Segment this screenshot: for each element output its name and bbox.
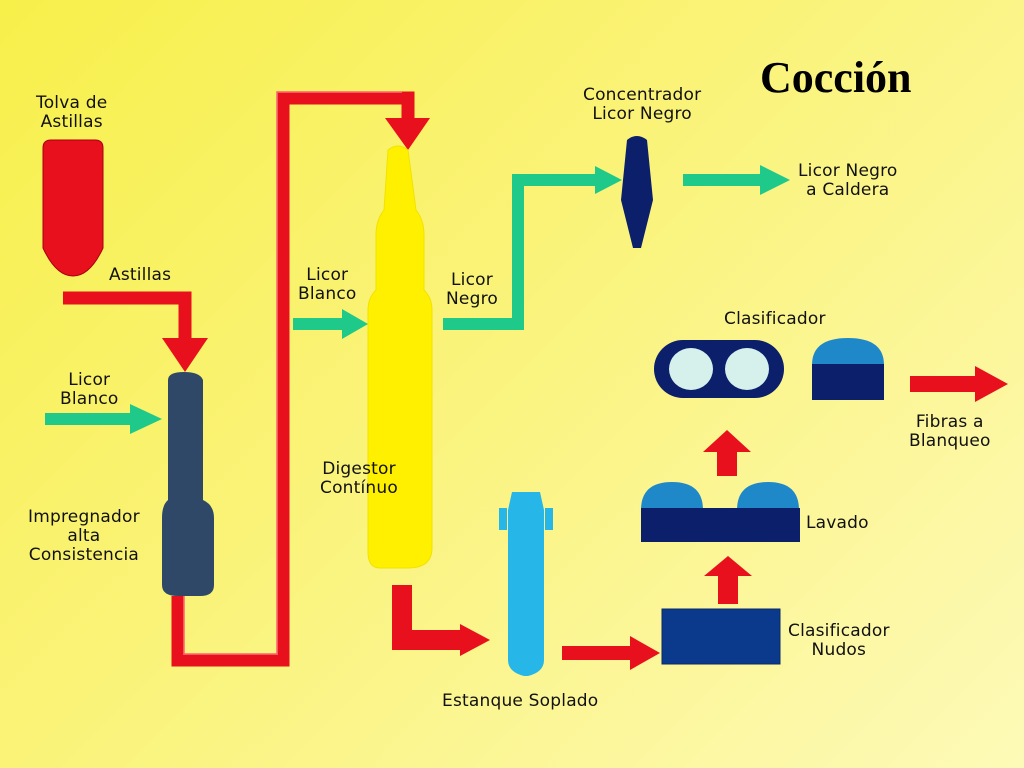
arrow-fibras-head [975, 366, 1008, 402]
label-clasificador: Clasificador [724, 309, 826, 329]
label-fibras-blanqueo: Fibras a Blanqueo [909, 412, 991, 451]
label-lavado: Lavado [806, 513, 869, 533]
label-tolva-astillas: Tolva de Astillas [36, 93, 108, 132]
label-digestor: Digestor Contínuo [320, 459, 398, 498]
label-impregnador: Impregnador alta Consistencia [28, 507, 140, 565]
label-licor-negro-caldera: Licor Negro a Caldera [798, 161, 898, 200]
estanque-handle-right [545, 508, 553, 530]
vessel-estanque [508, 492, 544, 676]
vessel-lavado [641, 508, 800, 542]
vessel-impregnador [162, 372, 214, 596]
label-clasificador-nudos: Clasificador Nudos [788, 621, 890, 660]
arrow-up-to-lavado [704, 556, 752, 604]
label-licor-blanco-left: Licor Blanco [60, 370, 119, 409]
box-clasificador-nudos [661, 608, 781, 665]
pipe-impregnador-to-digestor [171, 91, 415, 667]
arrow-licor-blanco-left-head [130, 404, 162, 434]
label-concentrador: Concentrador Licor Negro [583, 85, 702, 124]
page-title: Cocción [760, 53, 912, 102]
estanque-handle-left [499, 508, 507, 530]
arrow-estanque-shaft [562, 646, 634, 660]
label-estanque-soplado: Estanque Soplado [442, 691, 599, 711]
label-licor-blanco-mid: Licor Blanco [298, 265, 357, 304]
label-licor-negro: Licor Negro [446, 270, 498, 309]
arrow-licor-blanco-mid-shaft [293, 318, 345, 330]
vessel-concentrador [621, 136, 653, 248]
vessel-clasificador-right [812, 364, 884, 400]
dome-lavado-left [641, 482, 703, 510]
arrow-into-impregnador [162, 338, 208, 372]
dome-lavado-right [737, 482, 799, 510]
dome-clasificador-right [812, 338, 884, 365]
arrow-caldera-head [760, 165, 790, 195]
arrow-into-estanque [460, 624, 490, 656]
vessel-digestor [367, 145, 433, 569]
arrow-licor-blanco-left-shaft [45, 413, 133, 425]
arrow-fibras-shaft [910, 376, 978, 392]
clasificador-window-1 [669, 348, 713, 390]
pipe-impregnador-to-digestor-highlight [183, 91, 402, 655]
pipe-digestor-to-estanque [392, 585, 462, 650]
arrow-into-digestor [385, 118, 430, 150]
clasificador-window-2 [725, 348, 769, 390]
hopper-tolva [42, 139, 104, 277]
arrow-into-concentrador [595, 166, 622, 194]
label-astillas: Astillas [109, 265, 172, 285]
pipe-licor-negro [443, 174, 597, 330]
arrow-licor-blanco-mid-head [342, 309, 368, 339]
arrow-caldera-shaft [683, 174, 763, 186]
pipe-astillas [63, 291, 192, 340]
arrow-up-to-clasificador [703, 430, 751, 476]
arrow-estanque-head [630, 636, 660, 670]
